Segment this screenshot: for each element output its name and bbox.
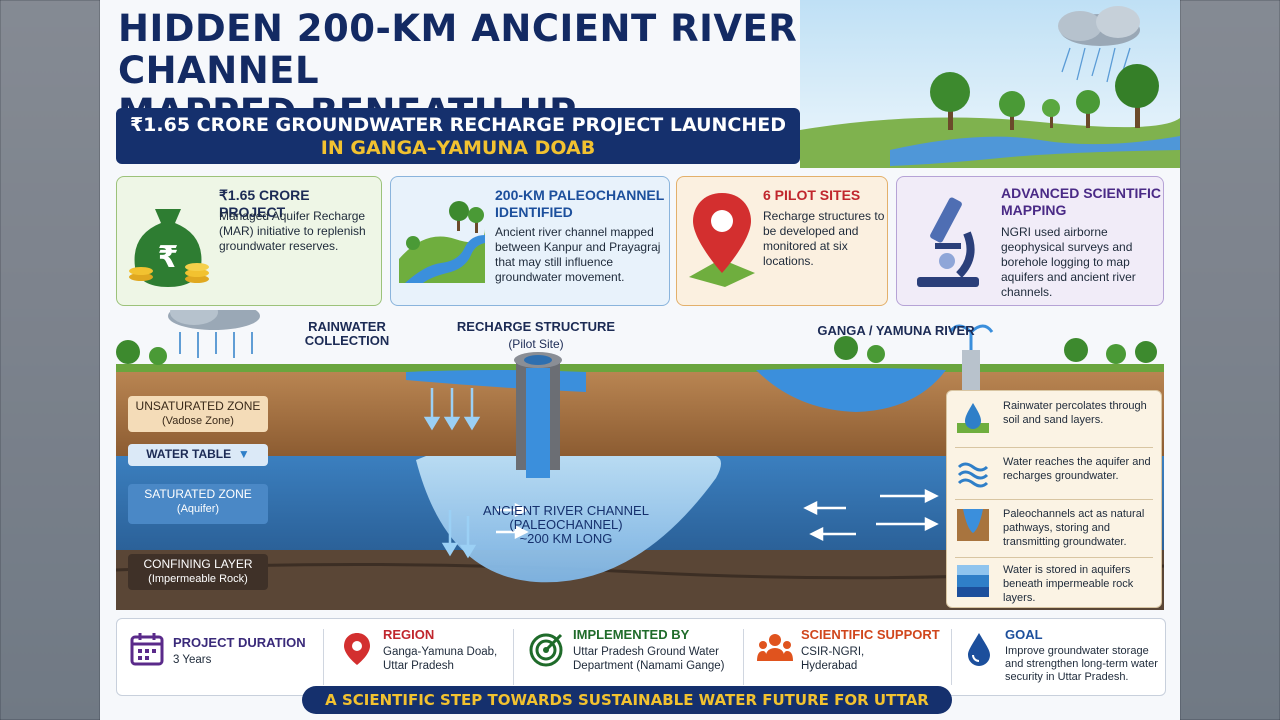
card-title: 6 PILOT SITES (763, 187, 861, 203)
paleochannel-line-1: ANCIENT RIVER CHANNEL (483, 503, 649, 518)
unsaturated-zone-title: UNSATURATED ZONE (135, 399, 261, 413)
process-step: Water reaches the aquifer and recharges … (955, 453, 1155, 503)
river-label: GANGA / YAMUNA RIVER (817, 323, 975, 338)
card-body: NGRI used airborne geophysical surveys a… (1001, 225, 1136, 299)
info-value: Uttar Pradesh Ground Water Department (N… (573, 646, 725, 672)
project-info-bar: PROJECT DURATION 3 Years REGION Ganga-Ya… (116, 618, 1166, 696)
process-step-text: Rainwater percolates through soil and sa… (1003, 400, 1147, 426)
recharge-well-icon (514, 352, 562, 478)
info-title: REGION (383, 627, 435, 642)
rainwater-collection-label: RAINWATER COLLECTION (304, 319, 390, 348)
paleochannel-line-2: (PALEOCHANNEL) (509, 517, 623, 532)
divider (323, 629, 324, 685)
recharge-structure-label: RECHARGE STRUCTURE (456, 319, 616, 334)
target-icon (529, 633, 563, 667)
info-title: GOAL (1005, 627, 1043, 642)
card-title: ADVANCED SCIENTIFIC MAPPING (1001, 185, 1161, 218)
paleochannel-line-3: ~200 KM LONG (519, 531, 613, 546)
card-body: Recharge structures to be developed and … (763, 209, 885, 268)
paleochannel-label: ANCIENT RIVER CHANNEL (PALEOCHANNEL) ~20… (466, 504, 666, 546)
saturated-zone-label: SATURATED ZONE (Aquifer) (128, 484, 268, 524)
info-value: 3 Years (173, 654, 212, 666)
svg-text:₹: ₹ (158, 240, 179, 275)
divider (955, 447, 1153, 448)
card-title: 200-KM PALEOCHANNEL IDENTIFIED (495, 187, 665, 220)
process-step-text: Paleochannels act as natural pathways, s… (1003, 508, 1145, 548)
title-line-1: HIDDEN 200-KM ANCIENT RIVER CHANNEL (118, 7, 798, 92)
water-drop-icon (957, 403, 989, 433)
triangle-down-icon: ▼ (234, 447, 250, 461)
aquifer-layers-icon (957, 565, 989, 597)
confining-layer-sub: (Impermeable Rock) (148, 573, 248, 585)
saturated-zone-title: SATURATED ZONE (144, 487, 252, 501)
recharge-structure-sublabel: (Pilot Site) (508, 337, 564, 351)
location-pin-icon (344, 633, 370, 665)
blurred-backdrop-right (1180, 0, 1280, 720)
card-body: Ancient river channel mapped between Kan… (495, 225, 661, 284)
tree-icon (930, 64, 1159, 130)
location-pin-icon (689, 193, 755, 287)
subtitle-line-2: IN GANGA–YAMUNA DOAB (320, 137, 596, 159)
water-drop-icon (968, 633, 990, 666)
info-implemented-by: IMPLEMENTED BY Uttar Pradesh Ground Wate… (529, 625, 739, 689)
card-scientific-mapping: ADVANCED SCIENTIFIC MAPPING NGRI used ai… (896, 176, 1164, 306)
subtitle-line-1: ₹1.65 CRORE GROUNDWATER RECHARGE PROJECT… (129, 114, 787, 136)
landscape-illustration (800, 0, 1180, 168)
card-paleochannel: 200-KM PALEOCHANNEL IDENTIFIED Ancient r… (390, 176, 670, 306)
info-value: CSIR-NGRI, Hyderabad (801, 646, 865, 672)
card-pilot-sites: 6 PILOT SITES Recharge structures to be … (676, 176, 888, 306)
microscope-icon (917, 197, 979, 287)
divider (513, 629, 514, 685)
card-title: ₹1.65 CRORE PROJECT (219, 187, 310, 220)
process-step: Paleochannels act as natural pathways, s… (955, 505, 1155, 555)
card-project-cost: ₹ ₹1.65 CRORE PROJECT Managed Aquifer Re… (116, 176, 382, 306)
info-goal: GOAL Improve groundwater storage and str… (961, 625, 1161, 689)
info-title: IMPLEMENTED BY (573, 627, 690, 642)
saturated-zone-sub: (Aquifer) (176, 503, 220, 515)
rain-cloud-icon (168, 310, 260, 358)
process-step: Rainwater percolates through soil and sa… (955, 397, 1155, 447)
process-step-text: Water reaches the aquifer and recharges … (1003, 456, 1151, 482)
info-scientific-support: SCIENTIFIC SUPPORT CSIR-NGRI, Hyderabad (757, 625, 947, 689)
confining-layer-title: CONFINING LAYER (143, 557, 253, 571)
info-value: Ganga-Yamuna Doab, Uttar Pradesh (383, 646, 498, 672)
paleochannel-icon (957, 509, 989, 541)
divider (955, 557, 1153, 558)
card-body: Managed Aquifer Recharge (MAR) initiativ… (219, 209, 366, 253)
groundwater-cross-section: RAINWATER COLLECTION RECHARGE STRUCTURE … (116, 310, 1164, 616)
info-project-duration: PROJECT DURATION 3 Years (129, 625, 319, 689)
info-region: REGION Ganga-Yamuna Doab, Uttar Pradesh (339, 625, 509, 689)
unsaturated-zone-sub: (Vadose Zone) (162, 415, 234, 427)
confining-layer-label: CONFINING LAYER (Impermeable Rock) (128, 554, 268, 590)
river-icon (399, 201, 485, 283)
water-table-text: WATER TABLE (146, 447, 232, 461)
info-title: SCIENTIFIC SUPPORT (801, 627, 940, 642)
subtitle-banner: ₹1.65 CRORE GROUNDWATER RECHARGE PROJECT… (116, 108, 800, 164)
tree-icon (116, 336, 1157, 365)
divider (955, 499, 1153, 500)
team-icon (757, 634, 793, 661)
rain-cloud-icon (1058, 6, 1140, 83)
info-value: Improve groundwater storage and strength… (1005, 645, 1158, 683)
divider (743, 629, 744, 685)
blurred-backdrop-left (0, 0, 100, 720)
unsaturated-zone-label: UNSATURATED ZONE (Vadose Zone) (128, 396, 268, 432)
process-step: Water is stored in aquifers beneath impe… (955, 561, 1155, 611)
process-steps-panel: Rainwater percolates through soil and sa… (946, 390, 1162, 608)
bottom-banner: A SCIENTIFIC STEP TOWARDS SUSTAINABLE WA… (302, 686, 952, 720)
process-step-text: Water is stored in aquifers beneath impe… (1003, 564, 1134, 604)
info-title: PROJECT DURATION (173, 635, 306, 650)
waves-icon (957, 462, 989, 488)
water-table-label: WATER TABLE ▼ (128, 444, 268, 466)
money-bag-icon: ₹ (129, 209, 209, 287)
infographic-poster: HIDDEN 200-KM ANCIENT RIVER CHANNEL MAPP… (100, 0, 1180, 720)
calendar-icon (130, 633, 164, 666)
divider (951, 629, 952, 685)
